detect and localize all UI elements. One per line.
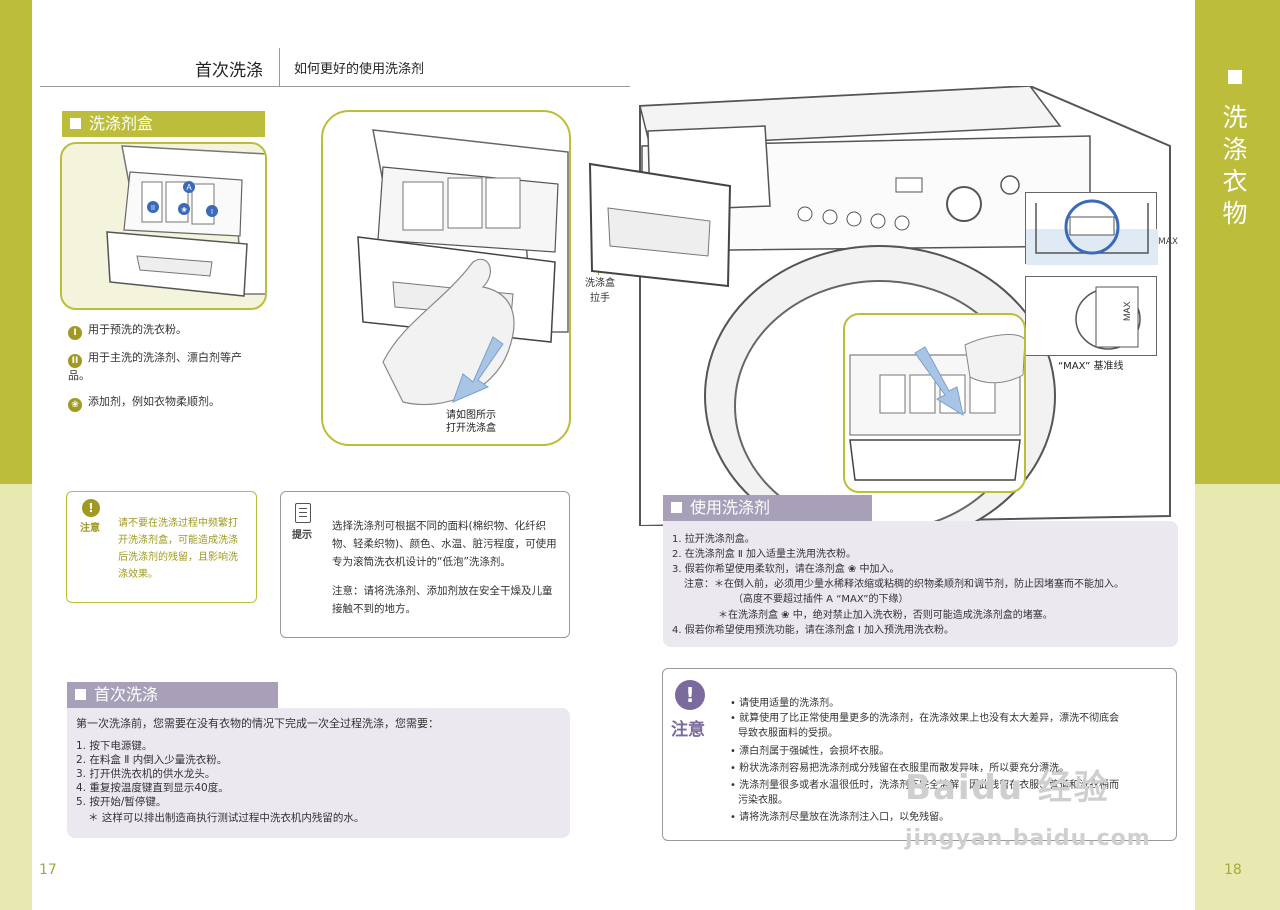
caution-item-1: • 请使用适量的洗涤剂。 (730, 698, 840, 709)
first-wash-step-4: 4. 重复按温度键直到显示40度。 (76, 782, 229, 794)
drawer-label-a: A (186, 183, 192, 192)
page-title: 首次洗涤 (195, 61, 263, 81)
watermark-url: jingyan.baidu.com (905, 826, 1151, 851)
prewash-badge-icon: I (68, 326, 82, 340)
note-text: 请不要在洗涤过程中频繁打开洗涤剂盒，可能造成洗涤后洗涤剂的残留，且影响洗涤效果。 (118, 518, 238, 580)
section-header-detergent-box: 洗涤剂盒 (62, 111, 265, 137)
max-rotated-label: MAX (1122, 301, 1132, 321)
side-chapter-title: 洗涤衣物 (1222, 103, 1248, 228)
caution-item-5: • 洗涤剂量很多或者水温很低时，洗涤剂不完全溶解，因此残留在衣服、管道和洗衣桶而 (730, 780, 1120, 791)
first-wash-step-5: 5. 按开始/暂停键。 (76, 796, 167, 808)
max-small-label: MAX (1158, 237, 1179, 247)
caution-item-3: • 漂白剂属于强碱性，会损坏衣服。 (730, 746, 890, 757)
header-separator (279, 48, 280, 86)
first-wash-footnote: ＊ 这样可以排出制造商执行测试过程中洗衣机内残留的水。 (88, 812, 365, 824)
section-header-use-detergent: 使用洗涤剂 (663, 495, 872, 521)
page-number-right: 18 (1224, 862, 1242, 878)
square-bullet-icon (75, 689, 86, 700)
left-side-bar-lower (0, 484, 32, 910)
header-rule (40, 86, 630, 87)
caution-item-2: • 就算使用了比正常使用量更多的洗涤剂，在洗涤效果上也没有太大差异，漂洗不彻底会 (730, 713, 1120, 724)
max-diagram-top (1025, 192, 1158, 265)
right-side-bar-lower (1195, 484, 1280, 910)
square-bullet-icon (70, 118, 81, 129)
max-diagram-bottom-drawing: MAX (1075, 286, 1141, 350)
legend-text: 用于主洗的洗涤剂、漂白剂等产品。 (68, 351, 242, 382)
drawer-zoom-drawing (849, 334, 1024, 481)
tip-text-1: 选择洗涤剂可根据不同的面料(棉织物、化纤织物、轻柔织物)、颜色、水温、脏污程度，… (332, 520, 557, 568)
open-drawer-caption-1: 请如图所示 (446, 408, 496, 421)
first-wash-panel (67, 708, 570, 838)
watermark-logo: Baidu 经验 (905, 768, 1110, 808)
tip-box (280, 491, 570, 638)
use-detergent-note-3: ＊在洗涤剂盒 ❀ 中，绝对禁止加入洗衣粉，否则可能造成洗涤剂盒的堵塞。 (718, 610, 1053, 621)
section-heading-text: 使用洗涤剂 (690, 498, 771, 517)
first-wash-step-1: 1. 按下电源键。 (76, 740, 153, 752)
caution-item-4: • 粉状洗涤剂容易把洗涤剂成分残留在衣服里而散发异味，所以要充分漂洗。 (730, 763, 1070, 774)
use-detergent-line-1: 1. 拉开洗涤剂盒。 (672, 534, 755, 545)
caution-item-2-cont: 导致衣服面料的受损。 (738, 728, 838, 739)
document-icon (295, 503, 311, 523)
section-heading-text: 洗涤剂盒 (89, 114, 154, 133)
page-number-left: 17 (39, 862, 57, 878)
tip-label: 提示 (292, 530, 312, 541)
left-side-bar (0, 0, 32, 484)
legend-item-prewash: I 用于预洗的洗衣粉。 (68, 322, 268, 340)
tip-text-2: 注意：请将洗涤剂、添加剂放在安全干燥及儿童接触不到的地方。 (332, 585, 553, 615)
softener-badge-icon: ❀ (68, 398, 82, 412)
legend-item-softener: ❀ 添加剂，例如衣物柔顺剂。 (68, 394, 268, 412)
section-header-first-wash: 首次洗涤 (67, 682, 278, 708)
use-detergent-panel (663, 521, 1178, 647)
max-line-label: “MAX” 基准线 (1058, 361, 1124, 372)
caution-label: 注意 (671, 720, 705, 740)
handle-label: 洗涤盒 拉手 (585, 278, 615, 304)
caution-item-6: • 请将洗涤剂尽量放在洗涤剂注入口，以免残留。 (730, 812, 950, 823)
caution-icon: ! (675, 680, 705, 710)
drawer-label-softener: ❀ (181, 206, 187, 214)
use-detergent-line-3: 3. 假若你希望使用柔软剂，请在涤剂盒 ❀ 中加入。 (672, 564, 900, 575)
use-detergent-line-4: 4. 假若你希望使用预洗功能，请在涤剂盒 Ⅰ 加入预洗用洗衣粉。 (672, 625, 955, 636)
max-diagram-top-drawing (1026, 199, 1158, 265)
detergent-drawer-image: A II ❀ I (60, 142, 267, 310)
drawer-zoom-inset (843, 313, 1026, 493)
note-label: 注意 (80, 523, 100, 534)
detergent-drawer-drawing: A II ❀ I (106, 145, 265, 297)
drawer-label-main: II (151, 205, 155, 212)
first-wash-step-3: 3. 打开供洗衣机的供水龙头。 (76, 768, 216, 780)
caution-item-5-cont: 污染衣服。 (738, 795, 788, 806)
use-detergent-note-2: （高度不要超过插件 A “MAX”的下缘） (733, 594, 909, 605)
legend-text: 添加剂，例如衣物柔顺剂。 (88, 395, 220, 408)
first-wash-intro: 第一次洗涤前，您需要在没有衣物的情况下完成一次全过程洗涤，您需要： (76, 717, 439, 730)
max-diagram-bottom: MAX (1025, 276, 1157, 356)
open-drawer-drawing: 请如图所示 打开洗涤盒 (357, 129, 569, 434)
page-subtitle: 如何更好的使用洗涤剂 (294, 62, 425, 77)
legend-text: 用于预洗的洗衣粉。 (88, 323, 187, 336)
mainwash-badge-icon: II (68, 354, 82, 368)
side-square-icon (1228, 70, 1242, 84)
use-detergent-line-2: 2. 在洗涤剂盒 Ⅱ 加入适量主洗用洗衣粉。 (672, 549, 856, 560)
open-drawer-caption-2: 打开洗涤盒 (446, 421, 496, 434)
square-bullet-icon (671, 502, 682, 513)
section-heading-text: 首次洗涤 (94, 685, 159, 704)
caution-box-right (662, 668, 1177, 841)
first-wash-step-2: 2. 在料盒 Ⅱ 内倒入少量洗衣粉。 (76, 754, 228, 766)
open-drawer-illustration: 请如图所示 打开洗涤盒 (321, 110, 571, 446)
drawer-label-prewash: I (211, 209, 213, 216)
warning-icon: ! (82, 499, 100, 517)
use-detergent-note-1: 注意：＊在倒入前，必须用少量水稀释浓缩或粘稠的织物柔顺剂和调节剂，防止因堵塞而不… (684, 579, 1124, 590)
